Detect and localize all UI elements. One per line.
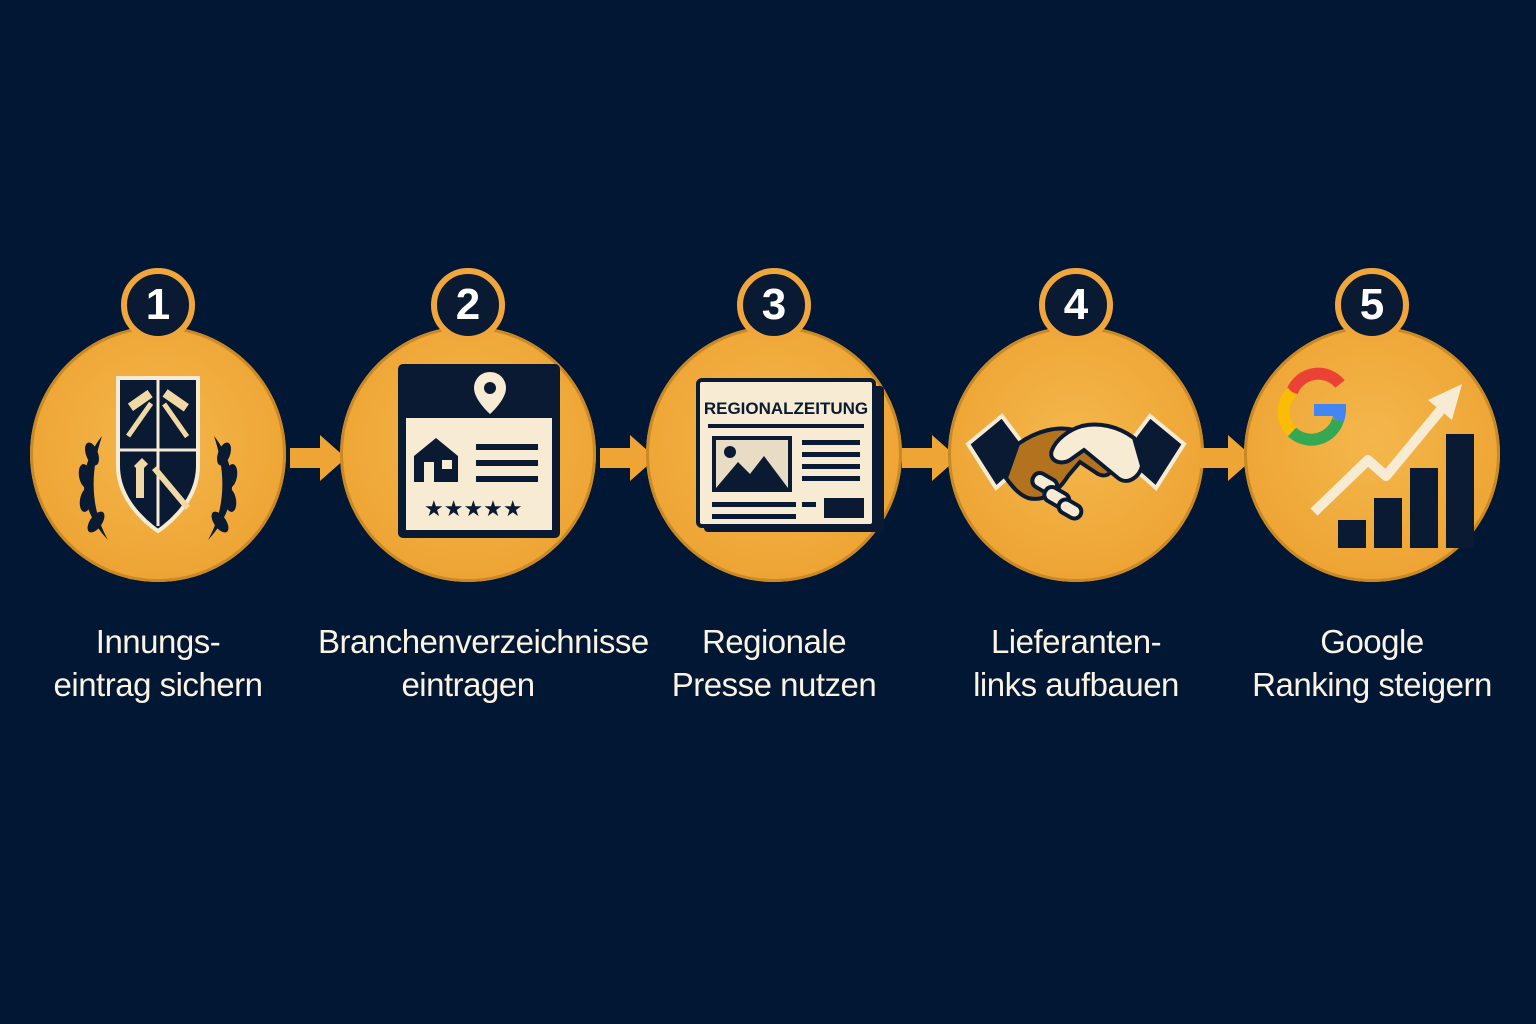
step-circle xyxy=(948,326,1204,582)
step-label-line1: Lieferanten- xyxy=(990,623,1162,660)
step-circle xyxy=(1244,326,1500,582)
step-number-badge: 5 xyxy=(1335,268,1409,342)
step-4: 4 Lieferanten- links aufbauen xyxy=(926,268,1226,708)
step-number-badge: 3 xyxy=(737,268,811,342)
directory-listing-icon: ★★★★★ xyxy=(398,364,560,538)
arrow-right-icon xyxy=(600,435,656,481)
step-label-line2: Ranking steigern xyxy=(1252,666,1492,703)
step-label-line1: Innungs- xyxy=(95,623,221,660)
step-circle xyxy=(30,326,286,582)
guild-shield-icon xyxy=(78,376,238,540)
svg-text:★★★★★: ★★★★★ xyxy=(424,497,523,522)
arrow-right-icon xyxy=(1198,435,1254,481)
newspaper-icon: REGIONALZEITUNG xyxy=(696,378,884,532)
step-2: 2 ★★★★★ Branchenverzeichnisse eintragen xyxy=(318,268,649,708)
arrow-right-icon xyxy=(290,435,346,481)
step-number-badge: 2 xyxy=(431,268,505,342)
step-number-badge: 1 xyxy=(121,268,195,342)
step-label-line2: Presse nutzen xyxy=(671,666,877,703)
step-label: Branchenverzeichnisse eintragen xyxy=(318,620,649,706)
step-label-line1: Regionale xyxy=(701,623,847,660)
step-label-line2: eintragen xyxy=(401,666,535,703)
google-ranking-icon xyxy=(1277,367,1474,548)
arrow-right-icon xyxy=(902,435,958,481)
step-label: Lieferanten- links aufbauen xyxy=(926,620,1226,706)
step-label: Regionale Presse nutzen xyxy=(624,620,924,706)
newspaper-title: REGIONALZEITUNG xyxy=(704,399,868,418)
step-label: Google Ranking steigern xyxy=(1222,620,1522,706)
step-label-line1: Branchenverzeichnisse xyxy=(318,623,649,660)
step-label-line1: Google xyxy=(1320,623,1424,660)
step-3: 3 REGIONALZEITUNG Regionale Presse nutze… xyxy=(624,268,924,708)
step-number-badge: 4 xyxy=(1039,268,1113,342)
handshake-icon xyxy=(965,413,1187,521)
step-circle: ★★★★★ xyxy=(340,326,596,582)
step-label-line2: eintrag sichern xyxy=(53,666,263,703)
step-label-line2: links aufbauen xyxy=(973,666,1179,703)
step-1: 1 xyxy=(8,268,308,708)
step-label: Innungs- eintrag sichern xyxy=(8,620,308,706)
step-circle: REGIONALZEITUNG xyxy=(646,326,902,582)
step-5: 5 Google Ranking steigern xyxy=(1222,268,1522,708)
